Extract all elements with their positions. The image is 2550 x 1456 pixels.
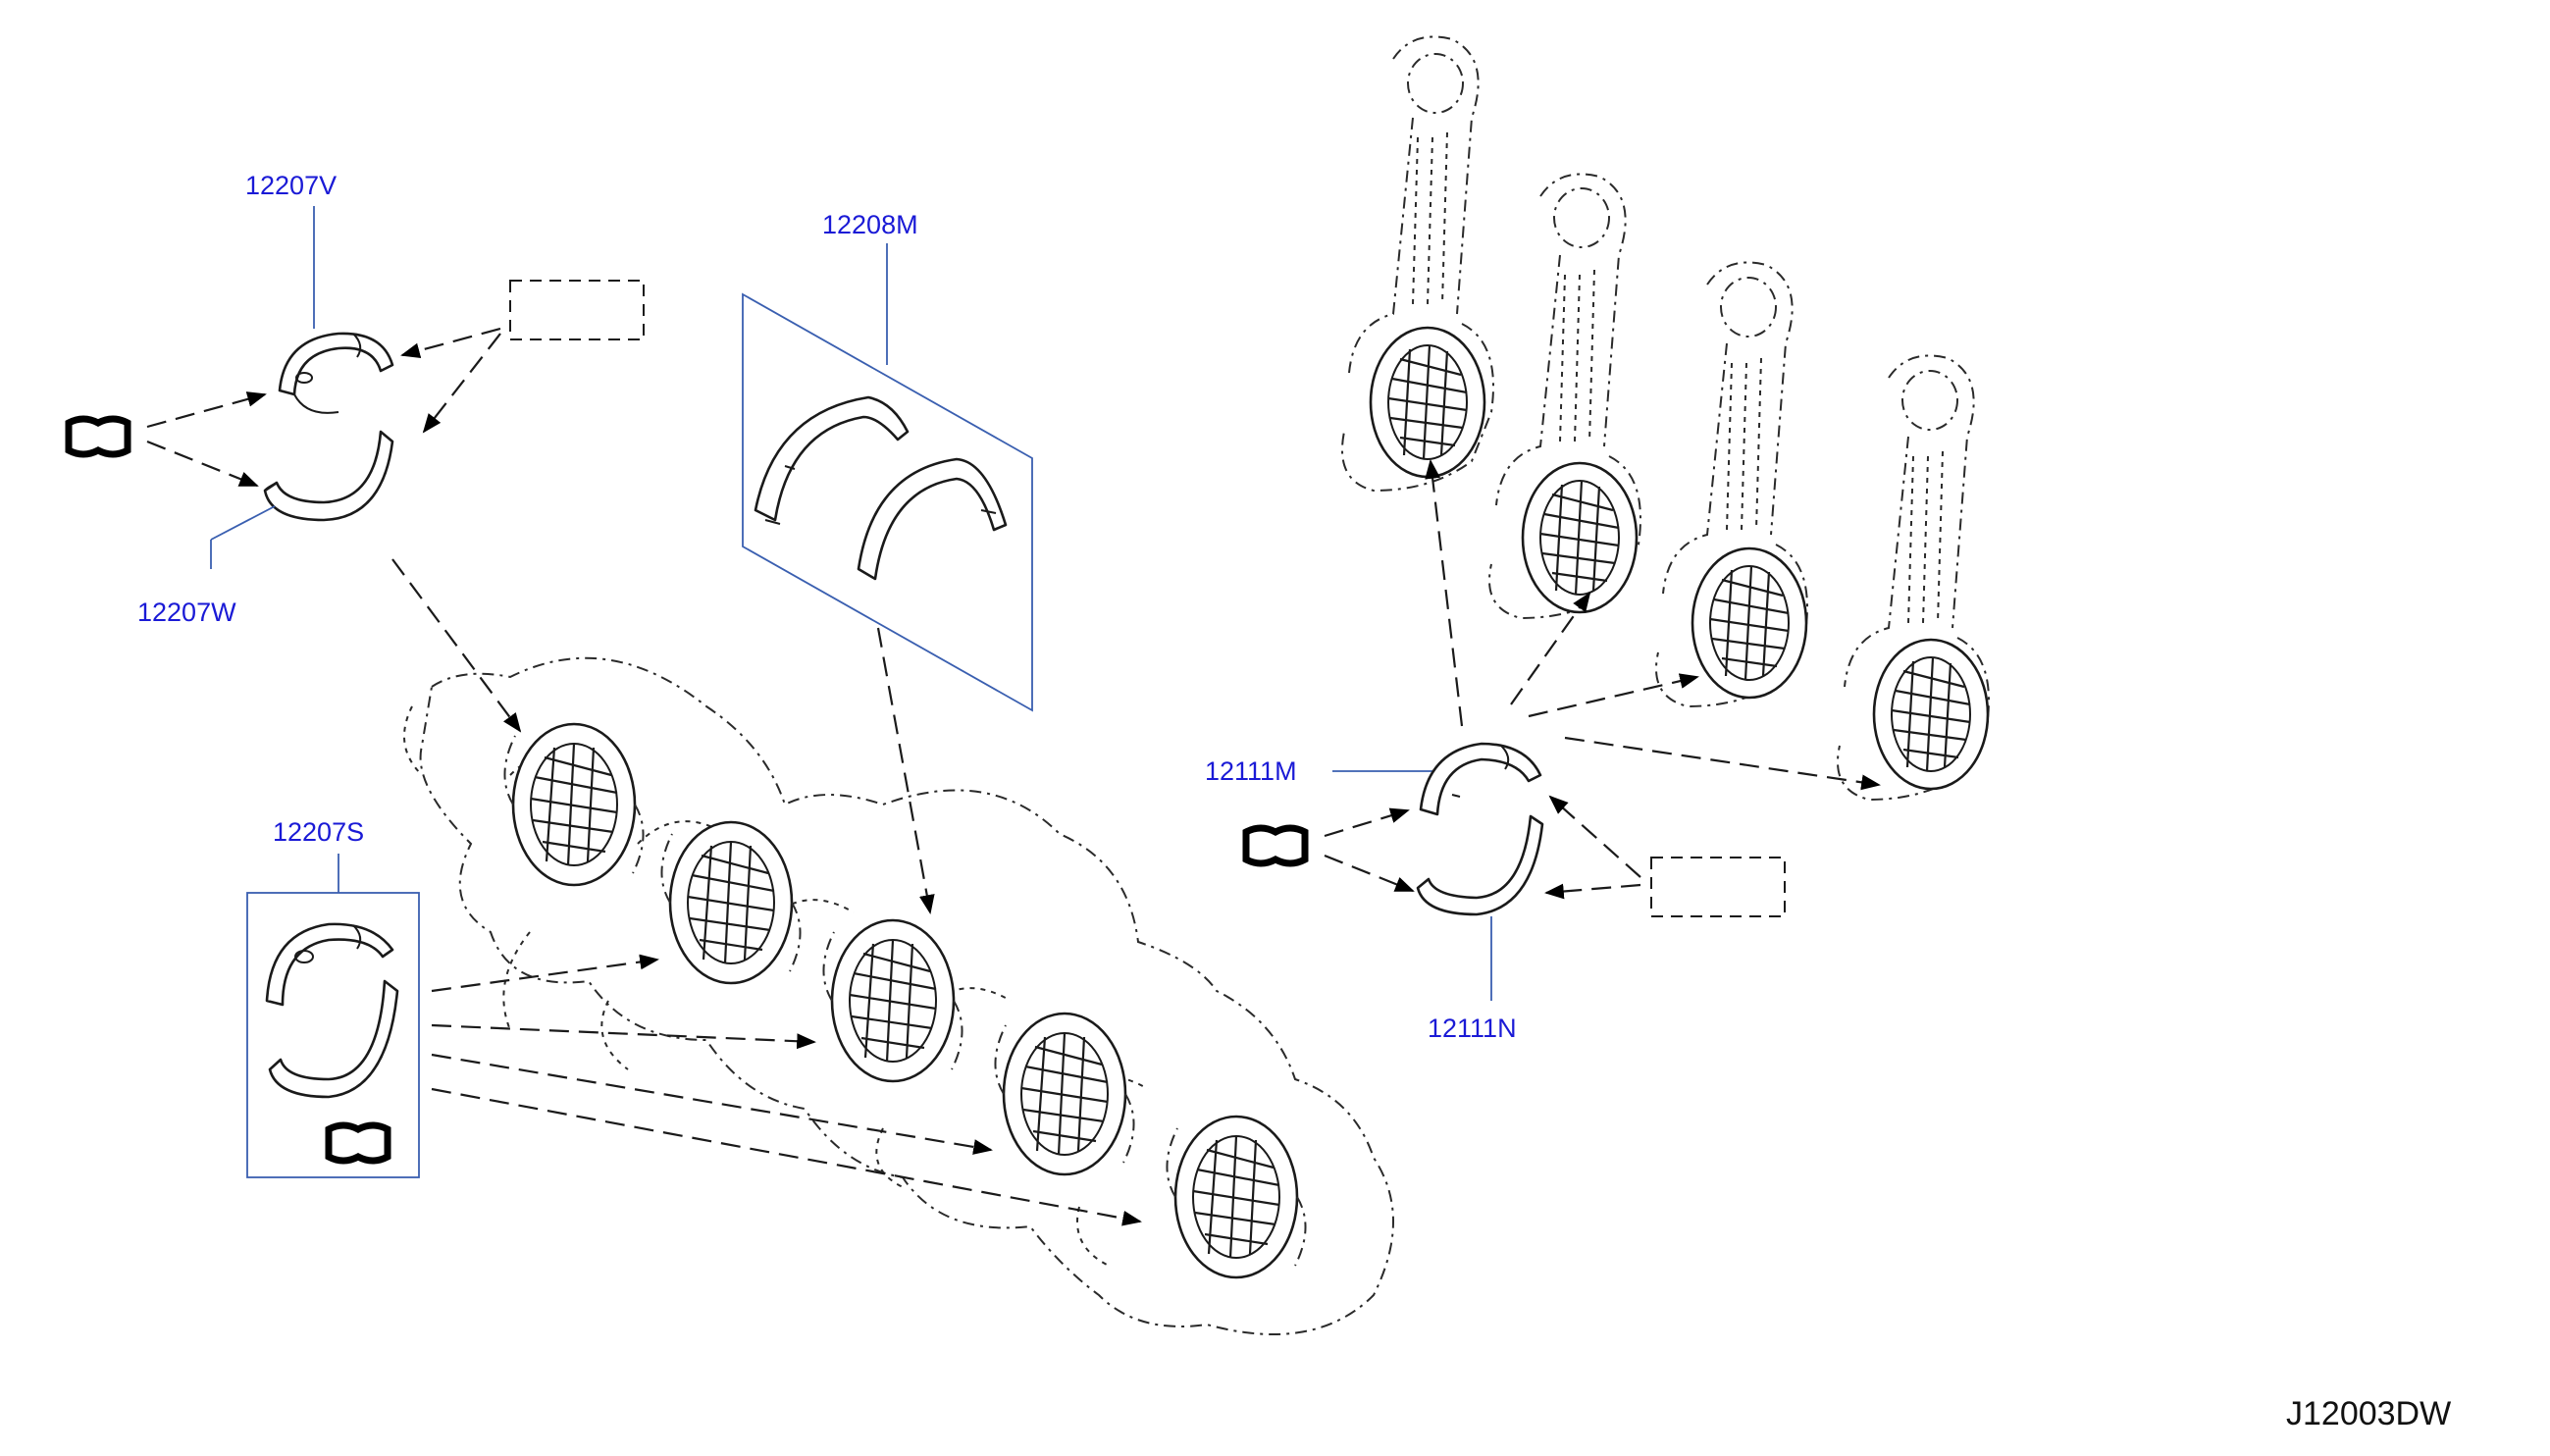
dashed-arrow-icon <box>1324 807 1410 838</box>
selective-bearing-frame <box>246 892 420 1178</box>
dashed-arrow-icon <box>1528 673 1699 718</box>
dashed-arrow-icon <box>431 954 659 993</box>
grade-reference-box <box>1650 857 1786 917</box>
dashed-arrow-icon <box>1564 736 1881 791</box>
connecting-rod-1 <box>1341 35 1494 493</box>
dashed-arrow-icon <box>1510 592 1591 705</box>
dashed-arrow-icon <box>1548 795 1641 878</box>
dashed-arrow-icon <box>431 1023 816 1050</box>
dashed-arrow-icon <box>876 627 935 914</box>
lower-main-bearing-shell <box>263 430 394 522</box>
main-journal-3 <box>822 918 963 1083</box>
bearing-grade-mark-icon <box>329 1125 388 1161</box>
upper-selective-bearing-shell <box>265 922 394 1007</box>
diagram-code: J12003DW <box>2286 1395 2451 1432</box>
connecting-rod-4 <box>1837 354 1990 802</box>
main-journal-2 <box>660 820 802 985</box>
bearing-grade-mark-icon <box>1246 828 1305 863</box>
dashed-arrow-icon <box>391 558 522 733</box>
main-journal-1 <box>503 722 645 887</box>
callout-12207w: 12207W <box>137 598 236 627</box>
connecting-rod-2 <box>1488 173 1641 620</box>
dashed-arrow-icon <box>400 327 501 359</box>
thrust-washer-left <box>754 395 910 525</box>
lower-selective-bearing-shell <box>268 979 399 1099</box>
upper-main-bearing-shell <box>278 332 394 414</box>
lower-rod-bearing-shell <box>1416 814 1544 916</box>
main-journal-4 <box>994 1012 1135 1176</box>
main-journal-5 <box>1166 1115 1307 1279</box>
dashed-arrow-icon <box>422 333 501 434</box>
callout-12111n: 12111N <box>1428 1014 1517 1043</box>
callout-12207s: 12207S <box>273 817 364 847</box>
dashed-arrow-icon <box>1324 854 1415 893</box>
callout-12111m: 12111M <box>1205 756 1297 786</box>
grade-reference-box <box>509 280 645 340</box>
upper-rod-bearing-shell <box>1419 742 1542 816</box>
dashed-arrow-icon <box>146 391 267 429</box>
dashed-arrow-icon <box>1544 883 1641 900</box>
thrust-washer-frame <box>742 292 1033 712</box>
thrust-washer-right <box>857 457 1008 581</box>
callout-12207v: 12207V <box>245 171 337 200</box>
dashed-arrow-icon <box>146 440 259 488</box>
dashed-arrow-icon <box>431 1053 993 1155</box>
callout-12208m: 12208M <box>822 210 918 239</box>
connecting-rod-3 <box>1655 261 1808 708</box>
dashed-arrow-icon <box>431 1087 1142 1226</box>
dashed-arrow-icon <box>1425 459 1464 727</box>
bearing-grade-mark-icon <box>69 419 128 454</box>
